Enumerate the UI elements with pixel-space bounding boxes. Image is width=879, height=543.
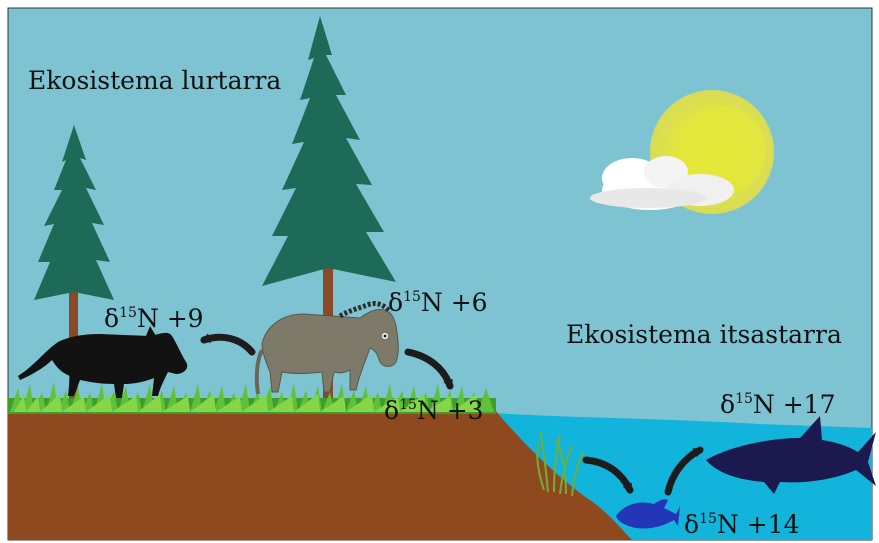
isotope-label-horse: δ15N +6 (388, 290, 488, 315)
isotope-label-shark: δ15N +17 (720, 392, 835, 417)
mass-number: 15 (403, 289, 421, 305)
delta-symbol: δ (684, 510, 699, 539)
mass-number: 15 (119, 305, 137, 321)
isotope-value: N +3 (417, 396, 484, 425)
mass-number: 15 (735, 391, 753, 407)
isotope-value: N +17 (753, 390, 836, 419)
isotope-label-fish: δ15N +14 (684, 512, 799, 537)
delta-symbol: δ (388, 288, 403, 317)
isotope-label-grass: δ15N +3 (384, 398, 484, 423)
isotope-value: N +6 (421, 288, 488, 317)
delta-symbol: δ (384, 396, 399, 425)
isotope-value: N +9 (137, 304, 204, 333)
isotope-label-wolf: δ15N +9 (104, 306, 204, 331)
terrestrial-ecosystem-label: Ekosistema lurtarra (28, 68, 281, 93)
mass-number: 15 (699, 511, 717, 527)
aquatic-ecosystem-label: Ekosistema itsastarra (566, 322, 842, 347)
isotope-value: N +14 (717, 510, 800, 539)
delta-symbol: δ (104, 304, 119, 333)
delta-symbol: δ (720, 390, 735, 419)
mass-number: 15 (399, 397, 417, 413)
